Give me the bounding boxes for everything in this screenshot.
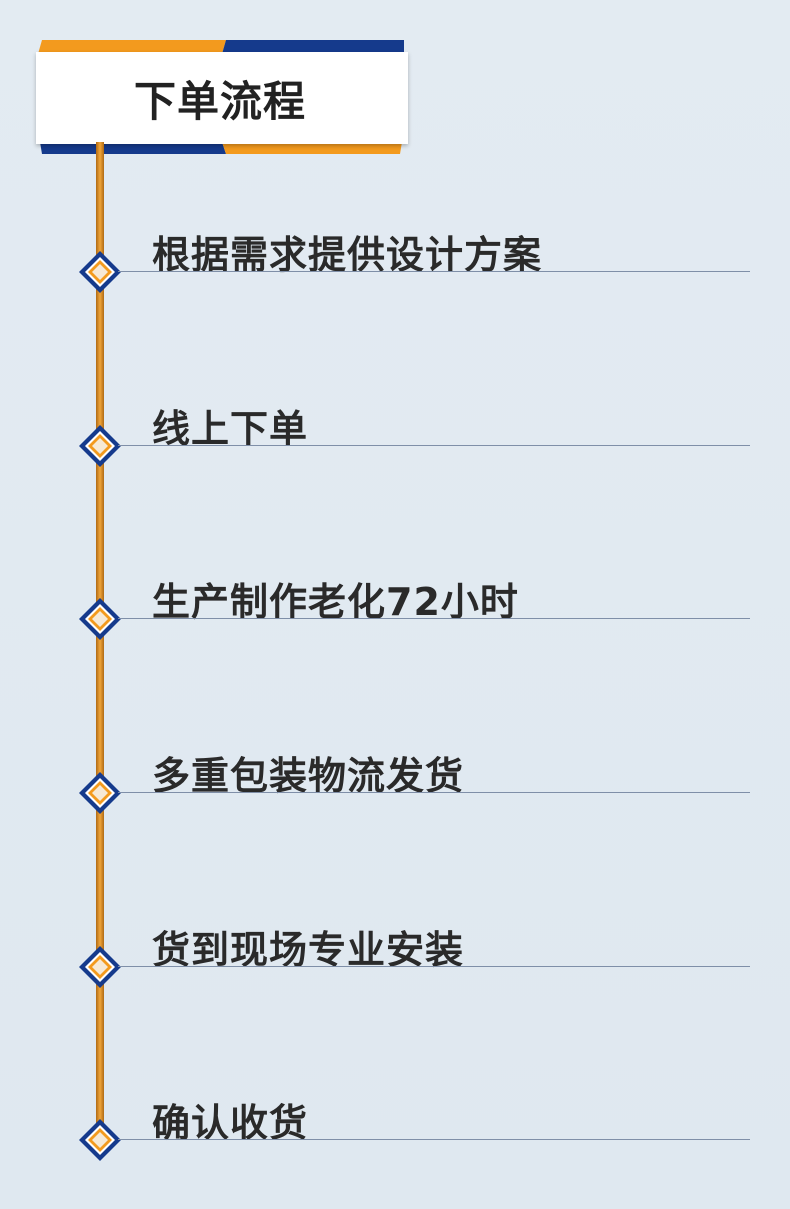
- diamond-marker-icon: [78, 424, 122, 468]
- timeline-bar: [96, 142, 104, 1142]
- step-item: 多重包装物流发货: [0, 745, 790, 825]
- step-divider: [118, 445, 750, 446]
- step-divider: [118, 618, 750, 619]
- step-item: 货到现场专业安装: [0, 919, 790, 999]
- step-item: 根据需求提供设计方案: [0, 224, 790, 304]
- step-divider: [118, 1139, 750, 1140]
- title-banner: 下单流程: [36, 40, 408, 156]
- step-item: 确认收货: [0, 1092, 790, 1172]
- title-box: 下单流程: [36, 52, 408, 144]
- diamond-marker-icon: [78, 945, 122, 989]
- step-divider: [118, 966, 750, 967]
- diamond-marker-icon: [78, 771, 122, 815]
- step-label: 确认收货: [152, 1101, 309, 1145]
- step-divider: [118, 792, 750, 793]
- step-label: 多重包装物流发货: [152, 754, 465, 798]
- diamond-marker-icon: [78, 1118, 122, 1162]
- step-label: 线上下单: [152, 407, 309, 451]
- step-divider: [118, 271, 750, 272]
- step-label: 货到现场专业安装: [152, 928, 465, 972]
- step-item: 生产制作老化72小时: [0, 571, 790, 651]
- diamond-marker-icon: [78, 250, 122, 294]
- step-label: 生产制作老化72小时: [152, 580, 519, 624]
- banner-ribbon-decoration: [38, 40, 404, 154]
- step-item: 线上下单: [0, 398, 790, 478]
- page-title: 下单流程: [134, 76, 307, 126]
- step-label: 根据需求提供设计方案: [152, 233, 543, 277]
- diamond-marker-icon: [78, 597, 122, 641]
